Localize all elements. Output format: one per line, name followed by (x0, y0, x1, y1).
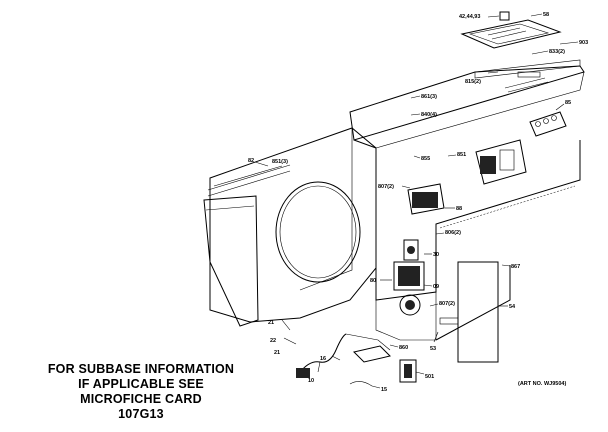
callout-lead: 15 (381, 387, 387, 393)
callout-screw-left: 815(2) (465, 79, 481, 85)
callout-fan-panel: 82 (248, 158, 254, 164)
callout-door-arrow: 867 (511, 264, 520, 270)
callout-cover-plate: 58 (543, 12, 549, 18)
callout-terminal: 85 (565, 100, 571, 106)
callout-cable: 22 (270, 338, 276, 344)
callout-clip: 855 (421, 156, 430, 162)
note-line-2: IF APPLICABLE SEE (78, 377, 204, 391)
cover-plate (460, 11, 562, 49)
callout-labels: 42,44,93 58 903 833(2) 815(2) 861(3) 840… (248, 12, 588, 393)
callout-capacitor: 88 (456, 206, 462, 212)
callout-box: 501 (425, 374, 434, 380)
callout-clip-2: 21 (274, 350, 280, 356)
leader-lines (254, 13, 579, 389)
callout-screw-bottom: 807(2) (439, 301, 455, 307)
callout-cap-screw: 807(2) (378, 184, 394, 190)
callout-door: 54 (509, 304, 516, 310)
callout-bolt: 861(3) (421, 94, 437, 100)
chassis-base (353, 71, 585, 341)
cord-assembly (281, 317, 459, 387)
callout-cord: 10 (308, 378, 314, 384)
callout-plug: 16 (320, 356, 326, 362)
subbase-note: FOR SUBBASE INFORMATION IF APPLICABLE SE… (36, 362, 246, 422)
relay-assembly (475, 139, 527, 185)
top-hardware (499, 11, 510, 21)
callout-relay: 851 (457, 152, 466, 158)
control-switch (393, 239, 425, 316)
note-line-1: FOR SUBBASE INFORMATION (47, 362, 235, 376)
art-number: (ART NO. WJ9504) (518, 381, 567, 387)
callout-ground: 860 (399, 345, 408, 351)
callout-switch-2: 80 (370, 278, 376, 284)
callout-washer: 840(4) (421, 112, 437, 118)
callout-switch-1: 30 (433, 252, 439, 258)
fan-opening (275, 181, 361, 283)
fan-panel (203, 127, 377, 327)
top-panel (349, 59, 585, 141)
callout-fan-screws: 851(3) (272, 159, 288, 165)
capacitor (407, 183, 445, 215)
terminal-block (529, 111, 567, 137)
note-line-4: 107G13 (118, 407, 164, 421)
callout-top-panel: 903 (579, 40, 588, 46)
callout-bracket: 53 (430, 346, 436, 352)
callout-thermostat: 09 (433, 284, 439, 290)
callout-top-hardware: 42,44,93 (459, 14, 480, 20)
callout-cord-clamp: 21 (268, 320, 274, 326)
callout-knob-screw: 806(2) (445, 230, 461, 236)
callout-screw-right: 833(2) (549, 49, 565, 55)
access-door (457, 261, 499, 363)
note-line-3: MICROFICHE CARD (80, 392, 202, 406)
